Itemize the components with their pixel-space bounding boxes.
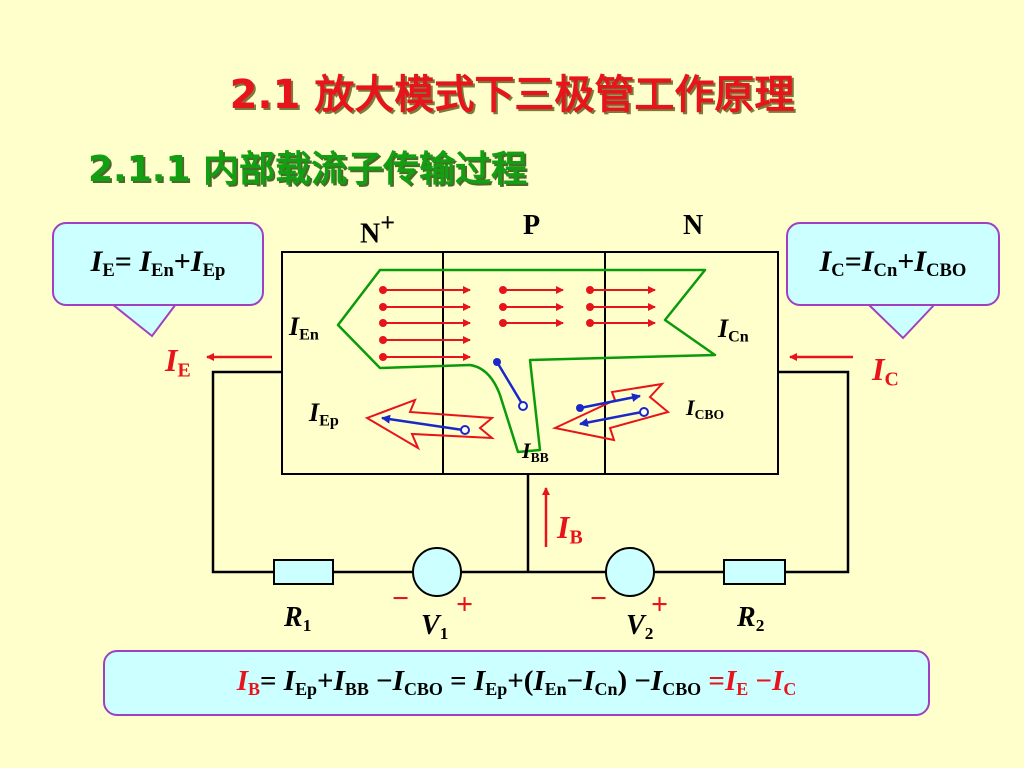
r2-label: R2 xyxy=(737,602,765,635)
electron-column-base xyxy=(499,286,564,327)
ic-bubble-tail xyxy=(867,303,936,340)
electron-column-emitter xyxy=(379,286,471,361)
ib-formula-box: IB= IEp+IBB −ICBO = IEp+(IEn−ICn) −ICBO … xyxy=(103,650,930,716)
resistor-r2 xyxy=(723,559,786,585)
icbo-label: ICBO xyxy=(686,395,725,422)
ie-formula-bubble: IE= IEn+IEp xyxy=(52,222,264,306)
electron-column-collector xyxy=(586,286,656,327)
iep-flow xyxy=(364,398,495,451)
ib-label: IB xyxy=(557,509,583,549)
ie-bubble-tail xyxy=(111,303,177,338)
recombination-arrow xyxy=(493,358,528,411)
region-label-collector: N xyxy=(683,210,704,241)
ien-label: IEn xyxy=(289,312,319,344)
ic-label: IC xyxy=(872,351,899,391)
v2-label: V2 xyxy=(626,610,654,643)
page-title: 2.1 放大模式下三极管工作原理 xyxy=(229,72,795,118)
v1-minus: − xyxy=(392,582,410,615)
icbo-flow xyxy=(551,382,671,442)
section-subtitle: 2.1.1 内部载流子传输过程 xyxy=(88,149,528,190)
v1-plus: + xyxy=(456,588,474,621)
region-label-base: P xyxy=(523,210,541,241)
v2-minus: − xyxy=(590,582,608,615)
voltage-source-v2 xyxy=(605,547,655,597)
region-label-emitter: N+ xyxy=(360,208,396,250)
icn-label: ICn xyxy=(718,314,749,346)
v1-label: V1 xyxy=(421,610,449,643)
circuit-wires xyxy=(211,370,850,574)
iep-label: IEp xyxy=(309,398,339,430)
ie-label: IE xyxy=(165,342,191,382)
electron-arrows xyxy=(379,286,656,361)
resistor-r1 xyxy=(273,559,334,585)
v2-plus: + xyxy=(651,588,669,621)
voltage-source-v1 xyxy=(412,547,462,597)
r1-label: R1 xyxy=(284,602,312,635)
ic-formula-bubble: IC=ICn+ICBO xyxy=(786,222,1000,306)
ibb-label: IBB xyxy=(522,438,549,465)
electron-flow-boundary xyxy=(336,268,717,454)
